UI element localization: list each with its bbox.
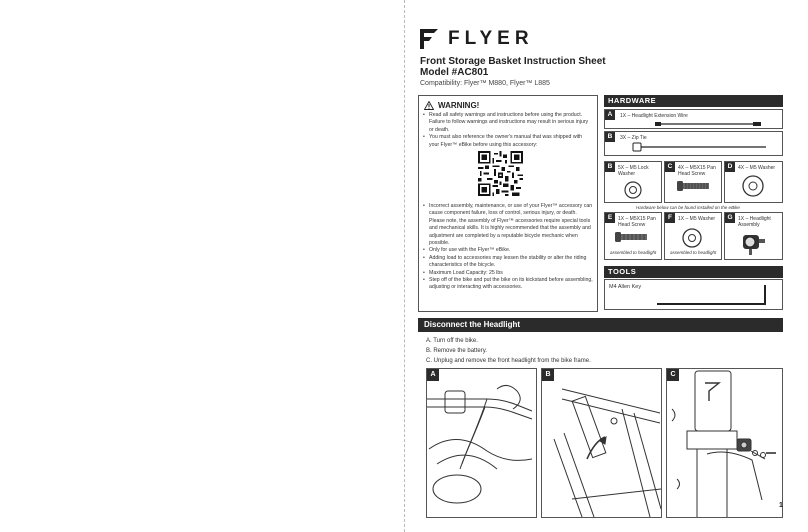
warning-item: Step off of the bike and put the bike on…	[423, 277, 593, 292]
panel-badge: B	[542, 369, 554, 381]
flyer-logo-icon	[420, 29, 438, 49]
hardware-label: 1X – Headlight Assembly	[738, 216, 771, 228]
zip-tie-icon	[632, 142, 766, 152]
hardware-badge: B	[605, 132, 615, 142]
headlight-icon	[743, 235, 765, 255]
hardware-row-b: B 3X – Zip Tie	[604, 131, 783, 156]
hardware-badge: D	[725, 162, 735, 172]
hardware-row-a: A 1X – Headlight Extension Wire	[604, 109, 783, 129]
lock-washer-icon	[624, 181, 642, 199]
hardware-badge: F	[665, 213, 675, 223]
battery-removal-illustration	[553, 388, 661, 517]
hardware-sub-note: assembled to headlight	[670, 250, 717, 255]
brand-logo: FLYER	[420, 28, 534, 50]
allen-key-icon	[657, 285, 766, 305]
hardware-badge: E	[605, 213, 615, 223]
panel-badge: A	[427, 369, 439, 381]
hardware-item-e-screw: E 1X – M5X15 Pan Head Screw assembled to…	[604, 212, 662, 260]
warning-item: Incorrect assembly, maintenance, or use …	[423, 203, 593, 247]
washer-icon	[742, 175, 764, 197]
hardware-item-d-washer: D 4X – M5 Washer	[724, 161, 783, 203]
pan-head-screw-icon	[677, 181, 709, 191]
warning-heading-text: WARNING!	[438, 101, 480, 110]
fold-line	[404, 0, 405, 532]
hardware-heading: HARDWARE	[604, 95, 783, 107]
warning-item: Only for use with the Flyer™ eBike.	[423, 247, 593, 255]
tools-heading: TOOLS	[604, 266, 783, 278]
hardware-label: 1X – M5 Washer	[678, 216, 716, 222]
hardware-note: Hardware below can be found installed on…	[636, 205, 740, 210]
hardware-label: 1X – M5X15 Pan Head Screw	[618, 216, 656, 228]
hardware-label: 4X – M5 Washer	[738, 165, 776, 171]
warning-triangle-icon	[424, 101, 434, 110]
hardware-item-b-lock-washer: B 5X – M5 Lock Washer	[604, 161, 662, 203]
pan-head-screw-icon	[615, 232, 647, 242]
hardware-badge: G	[725, 213, 735, 223]
hardware-label: 3X – Zip Tie	[620, 135, 647, 141]
page-number: 1	[779, 502, 783, 509]
doc-model: Model #AC801	[420, 67, 489, 78]
hardware-badge: B	[605, 162, 615, 172]
brand-wordmark: FLYER	[448, 28, 534, 49]
washer-icon	[682, 228, 702, 248]
tool-label: M4 Allen Key	[609, 284, 642, 290]
hardware-item-f-washer: F 1X – M5 Washer assembled to headlight	[664, 212, 722, 260]
warning-item: You must also reference the owner's manu…	[423, 134, 593, 149]
illustration-panel-c: C	[666, 368, 783, 518]
illustration-panel-b: B	[541, 368, 662, 518]
hardware-label: 5X – M5 Lock Washer	[618, 165, 649, 177]
warning-list-top: Read all safety warnings and instruction…	[423, 112, 593, 149]
warning-item: Maximum Load Capacity: 25 lbs	[423, 270, 593, 278]
doc-compatibility: Compatibility: Flyer™ M880, Flyer™ L885	[420, 80, 550, 87]
step-item: C. Unplug and remove the front headlight…	[426, 358, 591, 364]
hardware-item-g-headlight: G 1X – Headlight Assembly	[724, 212, 783, 260]
warning-box: WARNING! Read all safety warnings and in…	[418, 95, 598, 312]
doc-title: Front Storage Basket Instruction Sheet	[420, 56, 606, 67]
handlebar-illustration	[427, 385, 533, 504]
warning-heading: WARNING!	[424, 101, 479, 110]
hardware-label: 1X – Headlight Extension Wire	[620, 113, 688, 119]
disconnect-steps: A. Turn off the bike. B. Remove the batt…	[426, 336, 591, 366]
panel-badge: C	[667, 369, 679, 381]
hardware-label: 4X – M5X15 Pan Head Screw	[678, 165, 716, 177]
warning-list-bottom: Incorrect assembly, maintenance, or use …	[423, 203, 593, 292]
hardware-sub-note: assembled to headlight	[610, 250, 657, 255]
hardware-badge: C	[665, 162, 675, 172]
step-item: B. Remove the battery.	[426, 348, 487, 354]
illustration-panel-a: A	[426, 368, 537, 518]
headlight-removal-illustration	[671, 370, 776, 517]
warning-item: Read all safety warnings and instruction…	[423, 112, 593, 134]
tools-row: M4 Allen Key	[604, 279, 783, 310]
hardware-panel: HARDWARE A 1X – Headlight Extension Wire…	[604, 95, 783, 310]
qr-code[interactable]	[478, 151, 523, 196]
extension-wire-icon	[655, 122, 761, 126]
hardware-item-c-screw: C 4X – M5X15 Pan Head Screw	[664, 161, 722, 203]
hardware-badge: A	[605, 110, 615, 120]
step-item: A. Turn off the bike.	[426, 338, 478, 344]
disconnect-heading: Disconnect the Headlight	[418, 318, 783, 332]
warning-item: Adding load to accessories may lessen th…	[423, 255, 593, 270]
